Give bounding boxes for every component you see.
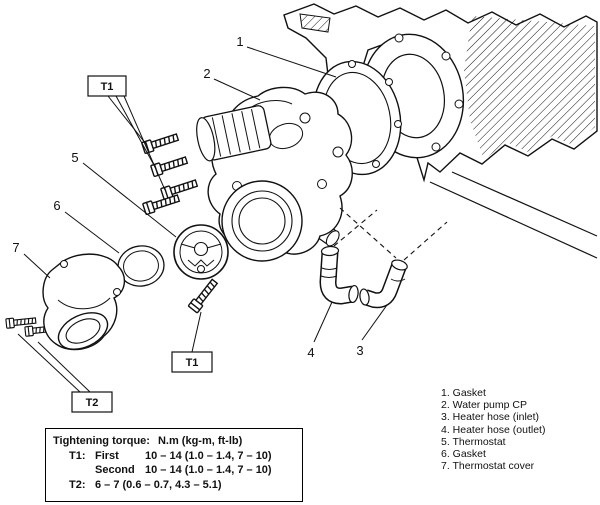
torque-tag-box: [171, 351, 213, 373]
bolt-icon: [149, 153, 189, 178]
torque-table-title: Tightening torque: N.m (kg-m, ft-lb): [53, 434, 295, 449]
parts-legend: 1. Gasket 2. Water pump CP 3. Heater hos…: [441, 387, 545, 472]
torque-tag-box: [71, 391, 113, 413]
torque-table: Tightening torque: N.m (kg-m, ft-lb) T1: …: [45, 428, 303, 502]
bolt-icon: [141, 191, 181, 216]
callout-leader-lines: [17, 46, 388, 393]
torque-row-label: [69, 463, 95, 478]
torque-row-t1-first: T1: First 10 – 14 (1.0 – 1.4, 7 – 10): [53, 449, 295, 464]
callout-label-2: 2: [203, 66, 210, 81]
thermostat-illustration: [173, 224, 229, 280]
legend-item: 5. Thermostat: [441, 435, 506, 448]
torque-row-sublabel: First: [95, 449, 119, 462]
callout-label-5: 5: [71, 150, 78, 165]
callout-label-1: 1: [236, 34, 243, 49]
torque-row-value: 10 – 14 (1.0 – 1.4, 7 – 10): [145, 464, 272, 476]
bolt-icon: [159, 176, 199, 201]
legend-item: 3. Heater hose (inlet): [441, 411, 540, 424]
torque-row-value: 10 – 14 (1.0 – 1.4, 7 – 10): [145, 449, 272, 462]
torque-table-heading: Tightening torque:: [53, 435, 150, 447]
torque-tag-label: T1: [101, 81, 114, 93]
torque-row-t2: T2: 6 – 7 (0.6 – 0.7, 4.3 – 5.1): [53, 478, 295, 493]
callout-label-3: 3: [356, 343, 363, 358]
water-pump-illustration: [196, 86, 353, 262]
bolt-icon: [187, 277, 220, 314]
torque-tag-t1-top: T1: [87, 75, 127, 97]
legend-item: 6. Gasket: [441, 448, 486, 461]
torque-row-label: T2:: [69, 478, 86, 491]
callout-label-4: 4: [307, 345, 314, 360]
legend-item: 4. Heater hose (outlet): [441, 423, 546, 436]
callout-labels: 1 2 5 6 7 4 3: [12, 34, 363, 360]
legend-item: 1. Gasket: [441, 387, 486, 399]
torque-row-sublabel: Second: [95, 464, 135, 476]
torque-table-units: N.m (kg-m, ft-lb): [157, 435, 243, 447]
torque-tag-label: T2: [86, 397, 99, 409]
torque-tag-label: T1: [186, 357, 199, 369]
assembly-dashed-lines: [333, 207, 448, 261]
torque-row-t1-second: Second 10 – 14 (1.0 – 1.4, 7 – 10): [53, 463, 295, 478]
engine-block-illustration: [283, 3, 598, 259]
heater-hose-inlet-illustration: [359, 259, 408, 309]
thermostat-cover-illustration: [42, 253, 125, 351]
torque-row-label: T1:: [69, 449, 86, 462]
torque-tag-box: [87, 75, 127, 97]
torque-tag-t2: T2: [71, 391, 113, 413]
heater-hose-outlet-illustration: [319, 245, 359, 305]
callout-label-6: 6: [53, 198, 60, 213]
callout-label-7: 7: [12, 240, 19, 255]
legend-item: 7. Thermostat cover: [441, 460, 535, 473]
torque-tag-t1-bottom: T1: [171, 351, 213, 373]
legend-item: 2. Water pump CP: [441, 399, 527, 412]
torque-row-value: 6 – 7 (0.6 – 0.7, 4.3 – 5.1): [95, 478, 222, 491]
